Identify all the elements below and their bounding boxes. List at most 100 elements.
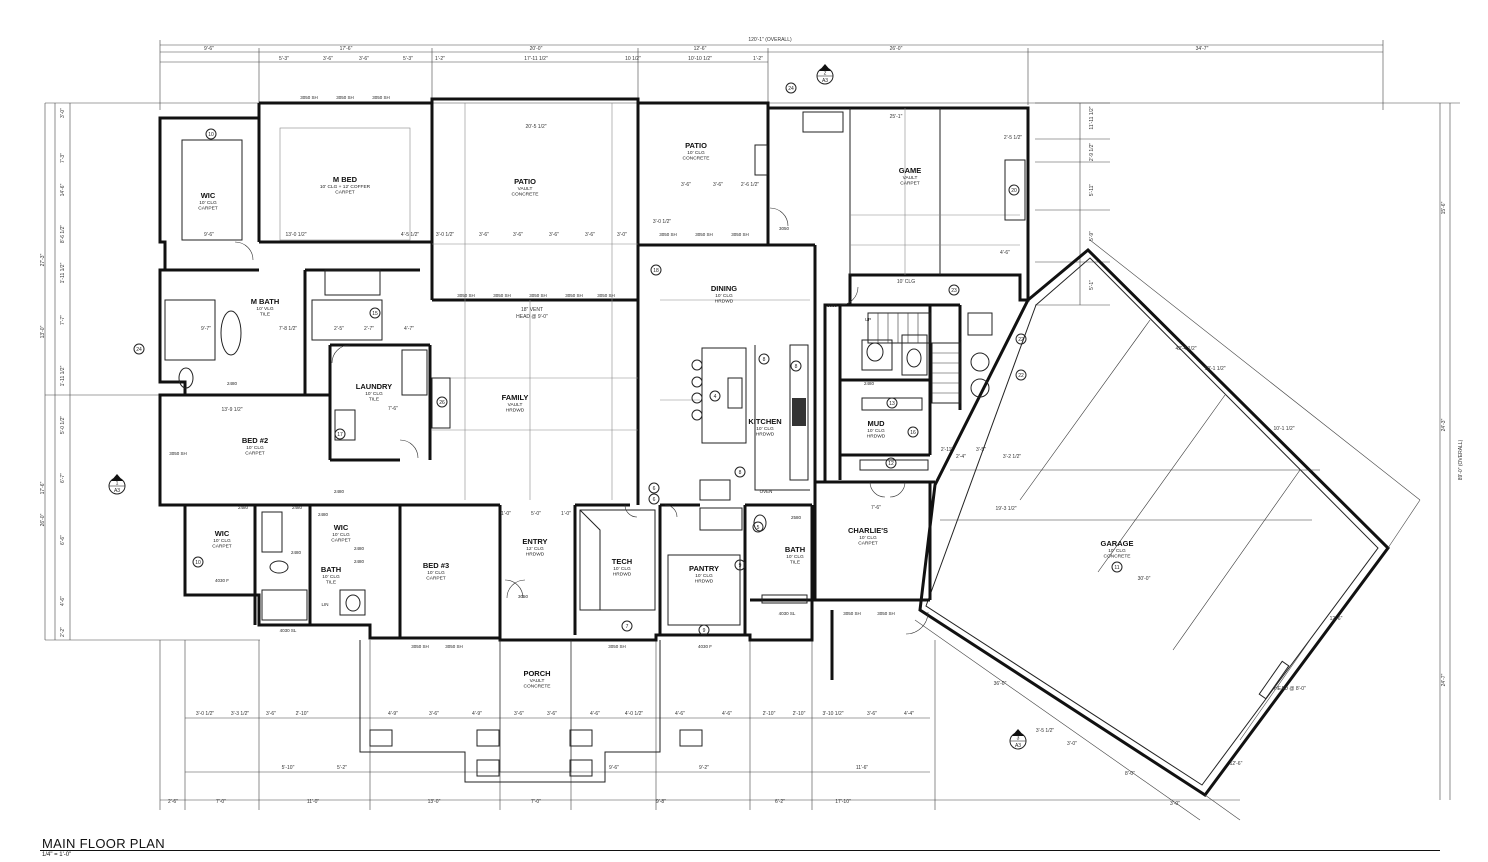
dimension-label: 9'-7" [201,326,211,332]
room-spec: CONCRETE [1104,554,1131,560]
room-spec: CONCRETE [512,192,539,198]
tag-number: 6 [653,497,656,503]
callout-tag: 24 [785,82,797,94]
section-marker: 2A3 [816,64,834,85]
window-label: 2480 [354,546,365,551]
window-label: 2580 [791,515,802,520]
dimension-label: 10'-1 1/2" [1273,426,1294,432]
dimension-label: 3'-0 1/2" [653,219,672,225]
tag-circle [1015,333,1027,345]
dimension-label: 4'-7" [404,326,414,332]
tag-number: 10 [195,560,201,566]
dimension-label: 7'-6" [388,406,398,412]
dimension-label: 3'-0 1/2" [436,232,455,238]
room-name: BATH [321,565,341,574]
ceiling-lines [279,103,1020,500]
dimension-label: 26'-0" [890,46,903,52]
dimension-label: 1'-2" [753,56,763,62]
window-label: 3050 SH [336,95,354,100]
room-spec: HRDWD [526,552,545,558]
tag-circle [648,482,660,494]
room-spec: 10' CLG [867,428,885,434]
dimension-label: 17'-10" [835,799,851,805]
room-name: DINING [711,284,737,293]
dimension-label: 4'-9" [388,711,398,717]
marker-number: 2 [824,71,827,77]
room-spec: 10' CLG [786,554,804,560]
window-label: 4030 F [698,644,712,649]
window-labels: 3050 SH 3050 SH 3050 SH 3050 SH 3050 SH 3050 … [169,95,895,649]
dimension-label: 9'-6" [609,765,619,771]
marker-arrow [819,64,831,71]
dimension-label: 17'-6" [40,481,46,494]
tag-circle [698,624,710,636]
window-label: 3050 SH [565,293,583,298]
dimension-label: 5'-2" [337,765,347,771]
tag-number: 22 [1018,373,1024,379]
tag-number: 5 [757,525,760,531]
dimension-label: 10 1/2" [625,56,641,62]
room-name: FAMILY [502,393,529,402]
dimension-label: 18" VENT [521,307,543,313]
dimension-label: 3'-5 1/2" [1036,728,1055,734]
room-spec: HRDWD [613,572,632,578]
room-name: BED #3 [423,561,449,570]
tag-number: 22 [1018,337,1024,343]
room-spec: 10' CLG [1108,548,1126,554]
dimension-label: 4'-4" [904,711,914,717]
room-spec: CARPET [900,181,920,187]
dimension-label: 13'-0" [40,325,46,338]
dimension-label: 2'-10" [763,711,776,717]
tag-circle [758,353,770,365]
dimension-label: 4'-6" [722,711,732,717]
dimension-label: 17'-6" [340,46,353,52]
window-label: 3050 SH [659,232,677,237]
dimension-label: 3'-6" [585,232,595,238]
dimension-label: 27'-3" [40,253,46,266]
dimension-label: 1'-2" [435,56,445,62]
tag-number: 23 [951,288,957,294]
room-spec: 10' CLG + 12' COFFER [320,184,371,190]
dimension-label: 3'-6" [547,711,557,717]
tag-circle [734,466,746,478]
marker-number: 3 [1017,736,1020,742]
window-label: 2480 [354,559,365,564]
room-spec: 10' CLG [332,532,350,538]
marker-arrow [1012,729,1024,736]
room-spec: VAULT [530,678,545,684]
window-label: 3050 SH [731,232,749,237]
dimension-label: 14'-6" [60,183,66,196]
window-label: 3050 SH [597,293,615,298]
callout-tag: 22 [1015,333,1027,345]
window-label: 3050 SH [608,644,626,649]
plan-title: MAIN FLOOR PLAN [42,836,165,851]
callout-tag: 7 [621,620,633,632]
dimension-label: 11'-6" [856,765,869,771]
dimension-label: 10' CLG [897,279,915,285]
callout-tags: 1020182322221524248881312166679951726114… [133,82,1123,636]
dimension-label: 10'-10 1/2" [688,56,712,62]
room-spec: 10' CLG [427,570,445,576]
room-name: WIC [215,529,230,538]
dimension-label: 3'-6" [514,711,524,717]
tag-number: 9 [739,563,742,569]
callout-tag: 4 [709,390,721,402]
window-label: OVEN [760,489,773,494]
tag-circle [734,559,746,571]
room-spec: 10' CLG [687,150,705,156]
tag-number: 17 [337,432,343,438]
window-label: 3050 SH [411,644,429,649]
marker-sheet: A3 [1015,743,1021,749]
dimension-label: 7'-6" [871,505,881,511]
window-label: 3050 SH [300,95,318,100]
tag-number: 4 [714,394,717,400]
dimension-label: 3'-6" [681,182,691,188]
dimension-label: 4'-6" [1000,250,1010,256]
dimension-label: 19'-3 1/2" [995,506,1016,512]
tag-number: 9 [703,628,706,634]
